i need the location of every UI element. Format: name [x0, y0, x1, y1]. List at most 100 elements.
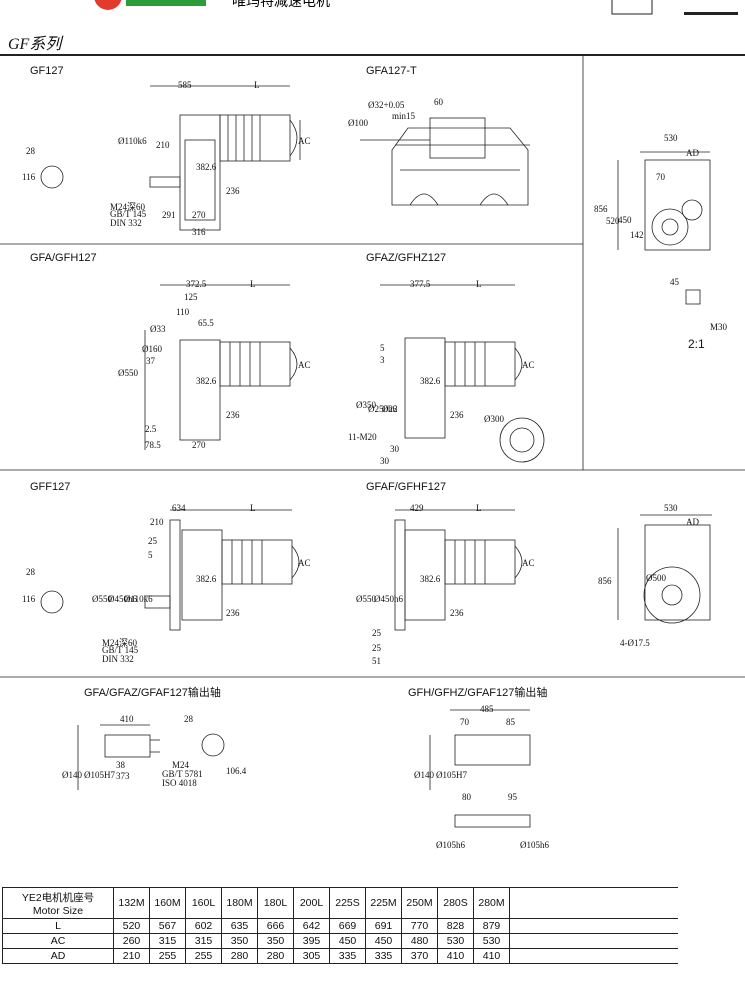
- dim: 520: [606, 216, 620, 226]
- dim: Ø105H7: [436, 770, 467, 780]
- table-cell: 280: [221, 948, 258, 964]
- dim: 4-Ø17.5: [620, 638, 650, 648]
- motor-size-table: YE2电机机座号 Motor Size 132M 160M 160L 180M …: [2, 887, 678, 964]
- table-row: L 520 567 602 635 666 642 669 691 770 82…: [2, 918, 678, 934]
- series-title: GF系列: [8, 36, 62, 53]
- dim: Ø105H7: [84, 770, 115, 780]
- dim: Ø32+0.05: [368, 100, 405, 110]
- dim: M24深60: [110, 202, 146, 212]
- table-cell: 260: [113, 933, 150, 949]
- dim: Ø450h6: [108, 594, 137, 604]
- dim: 28: [26, 146, 35, 156]
- panel-label-gfaf-gfhf127: GFAF/GFHF127: [366, 481, 447, 493]
- gff127-drawing: [40, 509, 300, 631]
- dim: L: [476, 279, 482, 289]
- dim: 485: [480, 704, 494, 714]
- dim: Ø105h6: [520, 840, 549, 850]
- table-cell: 315: [149, 933, 186, 949]
- panel-label-gfa127t: GFA127-T: [366, 65, 417, 77]
- table-col-header: 280M: [473, 887, 510, 919]
- dim: 25: [372, 643, 381, 653]
- table-cell: 305: [293, 948, 330, 964]
- dim: 85: [506, 717, 515, 727]
- dim: 28: [184, 714, 193, 724]
- table-cell: 602: [185, 918, 222, 934]
- dim: 429: [410, 503, 424, 513]
- dim: GB/T 5781: [162, 769, 203, 779]
- table-blank: [509, 933, 678, 949]
- table-cell: 567: [149, 918, 186, 934]
- dim: M24: [172, 760, 190, 770]
- dim: 80: [462, 792, 471, 802]
- scale-ratio: 2:1: [688, 337, 705, 351]
- dim: 410: [120, 714, 134, 724]
- dim: 5: [148, 550, 153, 560]
- panel-label-output-right: GFH/GFHZ/GFAF127输出轴: [408, 687, 548, 699]
- dim: 236: [226, 410, 240, 420]
- table-col-header: 225S: [329, 887, 366, 919]
- row-label: L: [2, 918, 114, 934]
- table-cell: 395: [293, 933, 330, 949]
- panel-label-gf127: GF127: [30, 65, 64, 77]
- gfa127t-drawing: [360, 117, 530, 206]
- dim: 372.5: [186, 279, 207, 289]
- dim: 70: [656, 172, 665, 182]
- dim: Ø350: [356, 400, 376, 410]
- dim: 382.6: [196, 162, 217, 172]
- table-header-label: YE2电机机座号 Motor Size: [2, 887, 114, 919]
- table-col-header: 180M: [221, 887, 258, 919]
- table-cell: 450: [365, 933, 402, 949]
- dim: Ø160: [142, 344, 162, 354]
- dim: 530: [664, 133, 678, 143]
- dim: Ø500: [646, 573, 666, 583]
- dim: AC: [298, 136, 311, 146]
- table-row: AC 260 315 315 350 350 395 450 450 480 5…: [2, 933, 678, 949]
- dim: 78.5: [145, 440, 161, 450]
- table-col-header: 250M: [401, 887, 438, 919]
- dim: Ø300: [484, 414, 504, 424]
- dim: 210: [150, 517, 164, 527]
- dim: Ø33: [150, 324, 166, 334]
- panel-label-output-left: GFA/GFAZ/GFAF127输出轴: [84, 687, 221, 699]
- table-header-cn: YE2电机机座号: [21, 891, 95, 904]
- gfaf-gfhf127-drawing: [394, 509, 523, 631]
- table-col-header: 160M: [149, 887, 186, 919]
- brand-logo: 唯玛特减速电机: [94, 0, 738, 15]
- dim: 5: [380, 343, 385, 353]
- table-cell: 642: [293, 918, 330, 934]
- dim: Ø250h6: [368, 404, 397, 414]
- table-cell: 828: [437, 918, 474, 934]
- table-cell: 770: [401, 918, 438, 934]
- output-shaft-left: [77, 724, 225, 790]
- row-label: AC: [2, 933, 114, 949]
- dim: Ø450h6: [374, 594, 403, 604]
- table-cell: 520: [113, 918, 150, 934]
- dim: AD: [686, 148, 699, 158]
- gfa-gfh127-drawing: [144, 284, 298, 450]
- dim: AC: [522, 558, 535, 568]
- dim: 142: [630, 230, 644, 240]
- dim: Ø550: [356, 594, 376, 604]
- dim: GB/T 145: [110, 209, 147, 219]
- dim: 236: [226, 186, 240, 196]
- table-cell: 370: [401, 948, 438, 964]
- dim: GB/T 145: [102, 645, 139, 655]
- table-cell: 210: [113, 948, 150, 964]
- table-blank: [509, 918, 678, 934]
- dim: L: [254, 80, 260, 90]
- dim: 585: [178, 80, 192, 90]
- table-cell: 530: [437, 933, 474, 949]
- dim: 377.5: [410, 279, 431, 289]
- dim: 316: [192, 227, 206, 237]
- dim: 530: [664, 503, 678, 513]
- dim: 382.6: [196, 574, 217, 584]
- panel-label-gfaz-gfhz127: GFAZ/GFHZ127: [366, 252, 447, 264]
- panel-label-gff127: GFF127: [30, 481, 71, 493]
- table-header-en: Motor Size: [32, 904, 84, 917]
- dim: 70: [460, 717, 469, 727]
- dim: L: [250, 503, 256, 513]
- dim: 2.5: [145, 424, 157, 434]
- dim: Ø140: [62, 770, 82, 780]
- dim: 270: [192, 210, 206, 220]
- table-cell: 350: [257, 933, 294, 949]
